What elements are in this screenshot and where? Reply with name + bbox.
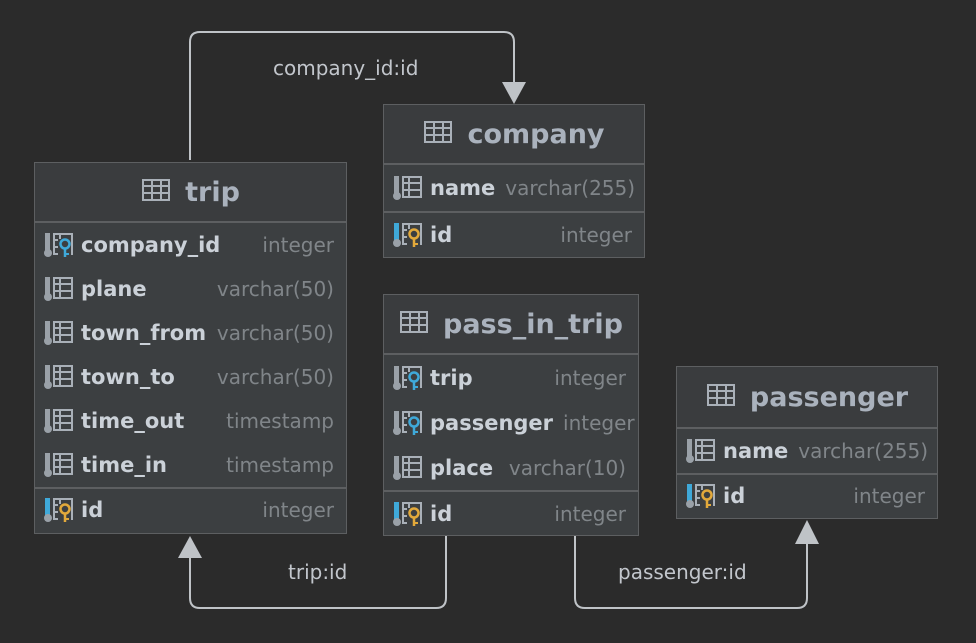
- column-row-town-to[interactable]: town_to varchar(50): [35, 355, 346, 399]
- edge-pass-in-trip-trip: [189, 536, 447, 609]
- column-row-time-in[interactable]: time_in timestamp: [35, 443, 346, 487]
- column-type: varchar(50): [216, 365, 334, 389]
- table-icon: [141, 178, 171, 206]
- column-icon: [685, 437, 717, 465]
- column-list: name varchar(255) id integer: [384, 165, 644, 257]
- column-type: varchar(255): [798, 439, 929, 463]
- column-type: integer: [262, 498, 334, 522]
- edge-label-trip-id: trip:id: [288, 560, 348, 584]
- column-row-name[interactable]: name varchar(255): [384, 165, 644, 211]
- primary-key-icon: [392, 500, 424, 528]
- edge-label-company-id: company_id:id: [273, 56, 419, 80]
- column-name: plane: [81, 277, 147, 301]
- table-icon: [423, 120, 453, 148]
- column-icon: [43, 451, 75, 479]
- column-row-passenger[interactable]: passenger integer: [384, 400, 638, 445]
- column-icon: [43, 363, 75, 391]
- foreign-key-icon: [43, 231, 75, 259]
- column-type: varchar(50): [216, 277, 334, 301]
- column-name: town_to: [81, 365, 175, 389]
- column-name: name: [430, 176, 496, 200]
- column-row-trip[interactable]: trip integer: [384, 355, 638, 400]
- primary-key-icon: [392, 221, 424, 249]
- column-icon: [392, 454, 424, 482]
- column-name: id: [430, 223, 453, 247]
- edge-pass-in-trip-passenger: [574, 536, 808, 609]
- table-title: company: [467, 118, 605, 150]
- column-name: town_from: [81, 321, 207, 345]
- column-name: name: [723, 439, 789, 463]
- table-title: passenger: [749, 381, 909, 413]
- table-title: trip: [185, 176, 240, 208]
- table-company[interactable]: company name varchar(255) id integer: [383, 104, 645, 258]
- table-header: company: [384, 105, 644, 165]
- column-type: varchar(255): [505, 176, 636, 200]
- column-name: trip: [430, 365, 473, 390]
- table-title: pass_in_trip: [443, 308, 623, 340]
- table-header: trip: [35, 163, 346, 223]
- column-type: timestamp: [226, 453, 334, 477]
- table-header: passenger: [677, 367, 937, 429]
- column-type: integer: [563, 410, 635, 435]
- arrowhead-company: [502, 82, 526, 104]
- foreign-key-icon: [392, 364, 424, 392]
- column-type: integer: [853, 484, 925, 508]
- column-type: integer: [262, 233, 334, 257]
- column-row-id[interactable]: id integer: [35, 487, 346, 531]
- column-name: id: [81, 498, 104, 522]
- column-icon: [43, 319, 75, 347]
- column-name: time_in: [81, 453, 168, 477]
- column-type: integer: [554, 501, 626, 526]
- column-row-plane[interactable]: plane varchar(50): [35, 267, 346, 311]
- column-row-id[interactable]: id integer: [677, 473, 937, 517]
- column-row-name[interactable]: name varchar(255): [677, 429, 937, 473]
- table-passenger[interactable]: passenger name varchar(255) id integer: [676, 366, 938, 519]
- column-name: company_id: [81, 233, 221, 257]
- column-row-town-from[interactable]: town_from varchar(50): [35, 311, 346, 355]
- column-type: integer: [560, 223, 632, 247]
- column-name: id: [723, 484, 746, 508]
- column-row-time-out[interactable]: time_out timestamp: [35, 399, 346, 443]
- edge-trip-company: [189, 31, 515, 160]
- column-row-id[interactable]: id integer: [384, 211, 644, 257]
- column-type: varchar(50): [216, 321, 334, 345]
- foreign-key-icon: [392, 409, 424, 437]
- arrowhead-passenger: [795, 520, 819, 544]
- table-header: pass_in_trip: [384, 295, 638, 355]
- column-name: passenger: [430, 410, 554, 435]
- table-icon: [706, 383, 736, 411]
- column-type: varchar(10): [508, 455, 626, 480]
- column-list: name varchar(255) id integer: [677, 429, 937, 517]
- column-name: id: [430, 501, 453, 526]
- column-row-id[interactable]: id integer: [384, 490, 638, 535]
- column-name: time_out: [81, 409, 185, 433]
- column-name: place: [430, 455, 494, 480]
- column-icon: [43, 275, 75, 303]
- primary-key-icon: [685, 482, 717, 510]
- primary-key-icon: [43, 496, 75, 524]
- column-row-place[interactable]: place varchar(10): [384, 445, 638, 490]
- column-row-company-id[interactable]: company_id integer: [35, 223, 346, 267]
- column-type: timestamp: [226, 409, 334, 433]
- column-type: integer: [554, 365, 626, 390]
- column-icon: [392, 174, 424, 202]
- table-icon: [399, 310, 429, 338]
- edge-label-passenger-id: passenger:id: [618, 560, 747, 584]
- column-icon: [43, 407, 75, 435]
- arrowhead-trip: [178, 536, 202, 558]
